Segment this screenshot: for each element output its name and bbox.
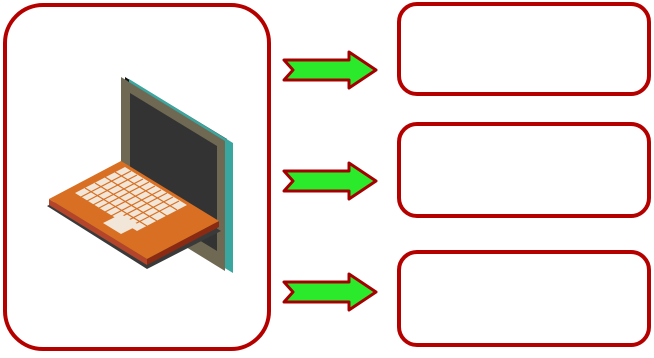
source-box — [3, 3, 271, 351]
target-box — [397, 122, 651, 218]
laptop-icon — [47, 77, 233, 273]
target-box — [397, 250, 651, 347]
right-arrow-icon — [282, 161, 378, 201]
right-arrow-icon — [282, 50, 378, 90]
right-arrow-icon — [282, 272, 378, 312]
target-box — [397, 2, 651, 96]
